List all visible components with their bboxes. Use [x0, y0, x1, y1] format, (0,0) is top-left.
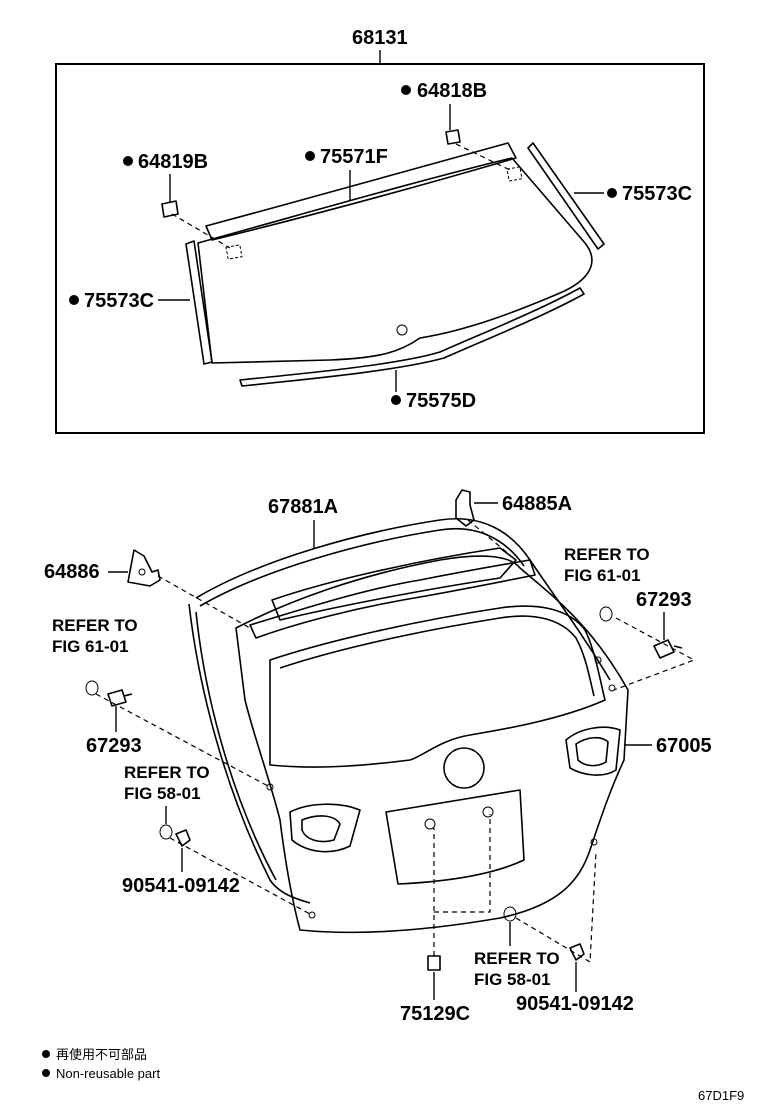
ref-left-mid-line2[interactable]: FIG 58-01 [124, 784, 201, 803]
dash-left-damper [95, 693, 269, 787]
lamp-opening-right [565, 726, 621, 776]
back-door-window-opening [269, 605, 606, 768]
right-side-molding [527, 142, 605, 250]
lamp-opening-left [289, 803, 361, 853]
grommet-right-bot [503, 906, 517, 922]
part-label-67881A: 67881A [268, 496, 338, 518]
damper-left [107, 689, 133, 707]
lower-molding-75575D [239, 287, 585, 387]
legend-note-jp: 再使用不可部品 [56, 1047, 147, 1062]
part-label-64885A: 64885A [502, 493, 572, 515]
glass-mount-hole [396, 324, 408, 336]
grommet-right-top [599, 606, 613, 622]
upper-molding-75571F [205, 142, 517, 241]
dash-plate [433, 814, 491, 956]
part-label-64819B: 64819B [138, 151, 208, 173]
legend-bullet-jp [42, 1050, 50, 1058]
damper-right [653, 639, 683, 659]
dash-right-screw [515, 851, 597, 964]
back-door-window-inner [279, 615, 595, 697]
hinge-bolt [138, 568, 146, 576]
nonreusable-dot [401, 85, 411, 95]
lamp-opening-left-inner [301, 815, 341, 843]
ref-left-top-line1[interactable]: REFER TO [52, 616, 138, 635]
weatherstrip-inner [195, 528, 525, 881]
lamp-opening-right-inner [575, 736, 609, 767]
screw-left [175, 829, 191, 847]
part-label-67293-right: 67293 [636, 589, 692, 611]
legend-note-en: Non-reusable part [56, 1066, 160, 1081]
spacer-seat-left [225, 244, 243, 260]
ref-right-bot-line1[interactable]: REFER TO [474, 949, 560, 968]
ref-right-top-line2[interactable]: FIG 61-01 [564, 566, 641, 585]
grommet-left-top [85, 680, 99, 696]
mount-hole [308, 911, 316, 919]
plate-hole-left [424, 818, 436, 830]
ref-right-bot-line2[interactable]: FIG 58-01 [474, 970, 551, 989]
ref-left-top-line2[interactable]: FIG 61-01 [52, 637, 129, 656]
screw-right [569, 943, 585, 961]
part-label-75573C-right: 75573C [622, 183, 692, 205]
left-side-molding [185, 240, 213, 365]
part-label-75571F: 75571F [320, 146, 388, 168]
mount-hole [266, 783, 274, 791]
door-upper-frame [249, 559, 536, 639]
dash-right-damper [613, 617, 696, 691]
dash-64818B [455, 143, 511, 171]
assembly-frame [55, 63, 705, 434]
dash-64886 [157, 575, 251, 629]
part-label-75575D: 75575D [406, 390, 476, 412]
spacer-64818B [445, 129, 461, 145]
legend-bullet-en [42, 1069, 50, 1077]
dash-64819B [171, 213, 231, 249]
door-spoiler [271, 547, 517, 621]
hinge-64886 [127, 549, 161, 587]
nonreusable-dot [391, 395, 401, 405]
spacer-64819B [161, 200, 179, 218]
nonreusable-dot [607, 188, 617, 198]
part-label-75129C: 75129C [400, 1003, 470, 1025]
part-label-64818B: 64818B [417, 80, 487, 102]
back-door-panel-67005 [235, 555, 629, 934]
hinge-64885A [455, 489, 475, 527]
weatherstrip-67881A [188, 518, 611, 904]
ref-right-top-line1[interactable]: REFER TO [564, 545, 650, 564]
license-plate-recess [385, 789, 525, 885]
plate-75129C [427, 955, 441, 971]
assembly-label-68131: 68131 [352, 27, 408, 49]
part-label-90541-left: 90541-09142 [122, 875, 240, 897]
mount-hole [594, 656, 602, 664]
mount-hole [608, 684, 616, 692]
part-label-67293-left: 67293 [86, 735, 142, 757]
part-label-90541-right: 90541-09142 [516, 993, 634, 1015]
part-label-64886: 64886 [44, 561, 100, 583]
dash-64885A [467, 519, 511, 556]
back-window-glass [197, 157, 593, 364]
part-label-75573C-left: 75573C [84, 290, 154, 312]
nonreusable-dot [305, 151, 315, 161]
nonreusable-dot [123, 156, 133, 166]
figure-code: 67D1F9 [698, 1088, 744, 1103]
nonreusable-dot [69, 295, 79, 305]
spacer-seat-right [506, 166, 523, 182]
grommet-left-mid [159, 824, 173, 840]
emblem [443, 747, 485, 789]
part-label-67005: 67005 [656, 735, 712, 757]
ref-left-mid-line1[interactable]: REFER TO [124, 763, 210, 782]
mount-hole [590, 838, 598, 846]
plate-hole-right [482, 806, 494, 818]
